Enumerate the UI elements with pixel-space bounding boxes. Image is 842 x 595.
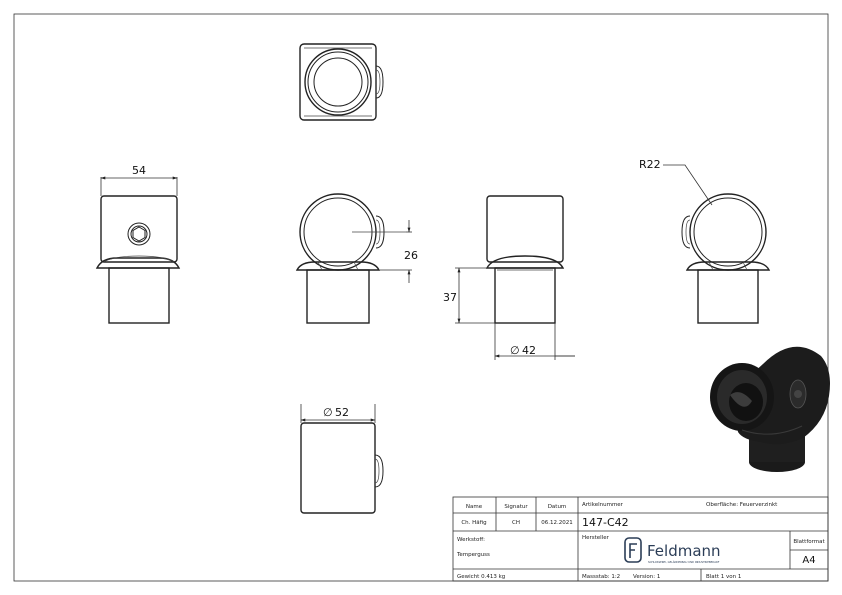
tb-article-label: Artikelnummer	[582, 502, 624, 508]
dim-diameter-42: 42	[522, 344, 536, 357]
tb-weight: Gewicht 0.413 kg	[457, 574, 505, 580]
tb-scale: Massstab: 1:2	[582, 574, 620, 580]
dim-width-54: 54	[132, 164, 146, 177]
company-name: Feldmann	[647, 542, 721, 560]
top-view	[299, 43, 384, 121]
dim-length-37: 37	[443, 291, 457, 304]
tb-manufacturer-label: Hersteller	[582, 535, 610, 541]
feldmann-logo: Feldmann SCHLOSSEREI, GELÄNDERBAU UND IN…	[624, 537, 721, 564]
front-view: 26	[295, 193, 418, 324]
bottom-view: ∅ 52	[300, 404, 384, 514]
dim-diameter-symbol-52: ∅	[323, 406, 333, 419]
company-tagline: SCHLOSSEREI, GELÄNDERBAU UND INDUSTRIEBE…	[648, 559, 720, 564]
tb-name-value: Ch. Häfig	[461, 520, 486, 526]
tb-material-value: Temperguss	[456, 552, 490, 558]
dim-height-26: 26	[404, 249, 418, 262]
tb-sheet-format-value: A4	[802, 555, 815, 566]
tb-article-value: 147-C42	[582, 516, 629, 529]
sheet-border	[13, 13, 829, 582]
tb-surface-label: Oberfläche: Feuerverzinkt	[706, 502, 778, 508]
dim-diameter-symbol-42: ∅	[510, 344, 520, 357]
tb-material-label: Werkstoff:	[457, 537, 485, 543]
tb-signature-value: CH	[512, 520, 520, 526]
tb-version: Version: 1	[633, 574, 660, 580]
tb-name-label: Name	[466, 504, 483, 510]
dim-diameter-52: 52	[335, 406, 349, 419]
tb-date-label: Datum	[548, 504, 567, 510]
tb-sheet-number: Blatt 1 von 1	[706, 574, 741, 580]
tb-signature-label: Signatur	[504, 504, 528, 510]
tb-sheet-format-label: Blattformat	[793, 539, 825, 545]
right-view: R22	[639, 158, 771, 324]
tb-date-value: 06.12.2021	[541, 520, 573, 526]
left-view: 54	[95, 164, 181, 324]
isometric-render	[710, 346, 830, 472]
title-block: Name Signatur Datum Artikelnummer Oberfl…	[452, 496, 829, 582]
dim-radius-r22: R22	[639, 158, 661, 171]
side-view: 37 ∅ 42	[443, 195, 575, 360]
